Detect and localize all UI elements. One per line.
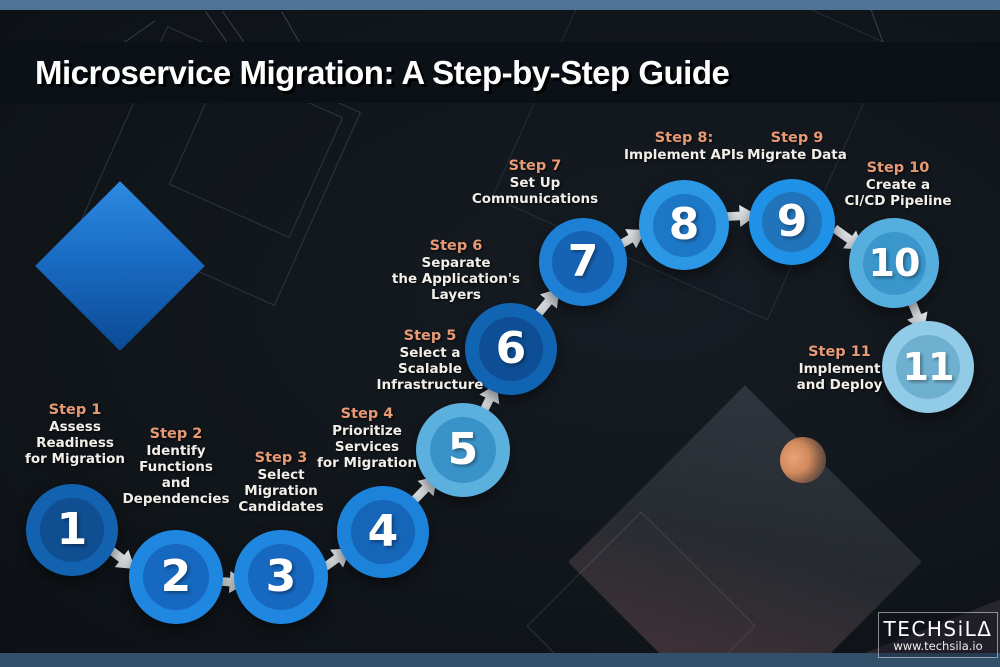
step-7-circle-inner: 7 [552, 231, 614, 293]
step-1-circle: 1 [26, 484, 118, 576]
step-10-circle: 10 [849, 218, 939, 308]
step-4-label: Step 4 Prioritize Services for Migration [297, 406, 437, 471]
step-5-number: 5 [447, 423, 479, 475]
step-5-title: Step 5 [403, 328, 457, 344]
brand-logo: TECHSiLΔ www.techsila.io [878, 612, 998, 658]
step-11-label: Step 11 Implement and Deploy [772, 344, 907, 393]
page-title: Microservice Migration: A Step-by-Step G… [35, 53, 730, 91]
step-10-label: Step 10 Create a CI/CD Pipeline [818, 160, 978, 209]
step-6-circle-inner: 6 [478, 316, 544, 382]
step-11-circle: 11 [882, 321, 974, 413]
top-accent-strip [0, 0, 1000, 10]
step-10-circle-inner: 10 [862, 231, 926, 295]
bottom-accent-strip [0, 653, 1000, 667]
step-4-title: Step 4 [340, 406, 394, 422]
step-5-circle-inner: 5 [430, 417, 496, 483]
step-6-number: 6 [495, 322, 527, 374]
brand-name: TECHSiLΔ [883, 616, 993, 641]
step-7-label: Step 7 Set Up Communications [455, 158, 615, 207]
step-9-circle-inner: 9 [761, 191, 823, 253]
step-7-number: 7 [567, 236, 599, 287]
step-1-number: 1 [56, 503, 88, 555]
step-3-circle: 3 [234, 530, 328, 624]
step-7-circle: 7 [539, 218, 627, 306]
step-7-title: Step 7 [508, 158, 562, 174]
step-9-label: Step 9 Migrate Data [727, 130, 867, 163]
step-8-circle: 8 [639, 180, 729, 270]
step-10-number: 10 [868, 241, 921, 285]
step-8-title: Step 8: [654, 130, 714, 146]
step-6-title: Step 6 [429, 238, 483, 254]
step-11-title: Step 11 [808, 344, 871, 360]
step-2-circle: 2 [129, 530, 223, 624]
step-6-label: Step 6 Separate the Application's Layers [376, 238, 536, 303]
step-3-label: Step 3 Select Migration Candidates [211, 450, 351, 515]
step-2-label: Step 2 Identify Functions and Dependenci… [106, 426, 246, 507]
step-9-title: Step 9 [770, 130, 824, 146]
step-8-circle-inner: 8 [652, 193, 716, 257]
brand-website: www.techsila.io [893, 638, 983, 653]
step-9-number: 9 [776, 196, 808, 247]
title-band: Microservice Migration: A Step-by-Step G… [0, 42, 1000, 103]
step-3-title: Step 3 [254, 450, 308, 466]
step-5-circle: 5 [416, 403, 510, 497]
step-11-circle-inner: 11 [895, 334, 961, 400]
step-8-label: Step 8: Implement APIs [604, 130, 764, 163]
step-2-title: Step 2 [149, 426, 203, 442]
step-3-number: 3 [265, 550, 297, 602]
step-2-circle-inner: 2 [143, 544, 209, 610]
decor-orange-sphere [780, 437, 826, 483]
step-10-title: Step 10 [866, 160, 930, 176]
step-4-circle: 4 [337, 486, 429, 578]
step-8-number: 8 [668, 199, 700, 250]
step-4-circle-inner: 4 [350, 499, 416, 565]
step-9-circle: 9 [749, 179, 835, 265]
step-4-number: 4 [367, 505, 399, 557]
step-6-circle: 6 [465, 303, 557, 395]
step-1-circle-inner: 1 [39, 497, 105, 563]
step-11-number: 11 [902, 344, 955, 389]
step-5-label: Step 5 Select a Scalable Infrastructure [360, 328, 500, 393]
step-3-circle-inner: 3 [248, 544, 314, 610]
step-2-number: 2 [160, 550, 192, 602]
step-1-label: Step 1 Assess Readiness for Migration [5, 402, 145, 467]
step-1-title: Step 1 [48, 402, 102, 418]
